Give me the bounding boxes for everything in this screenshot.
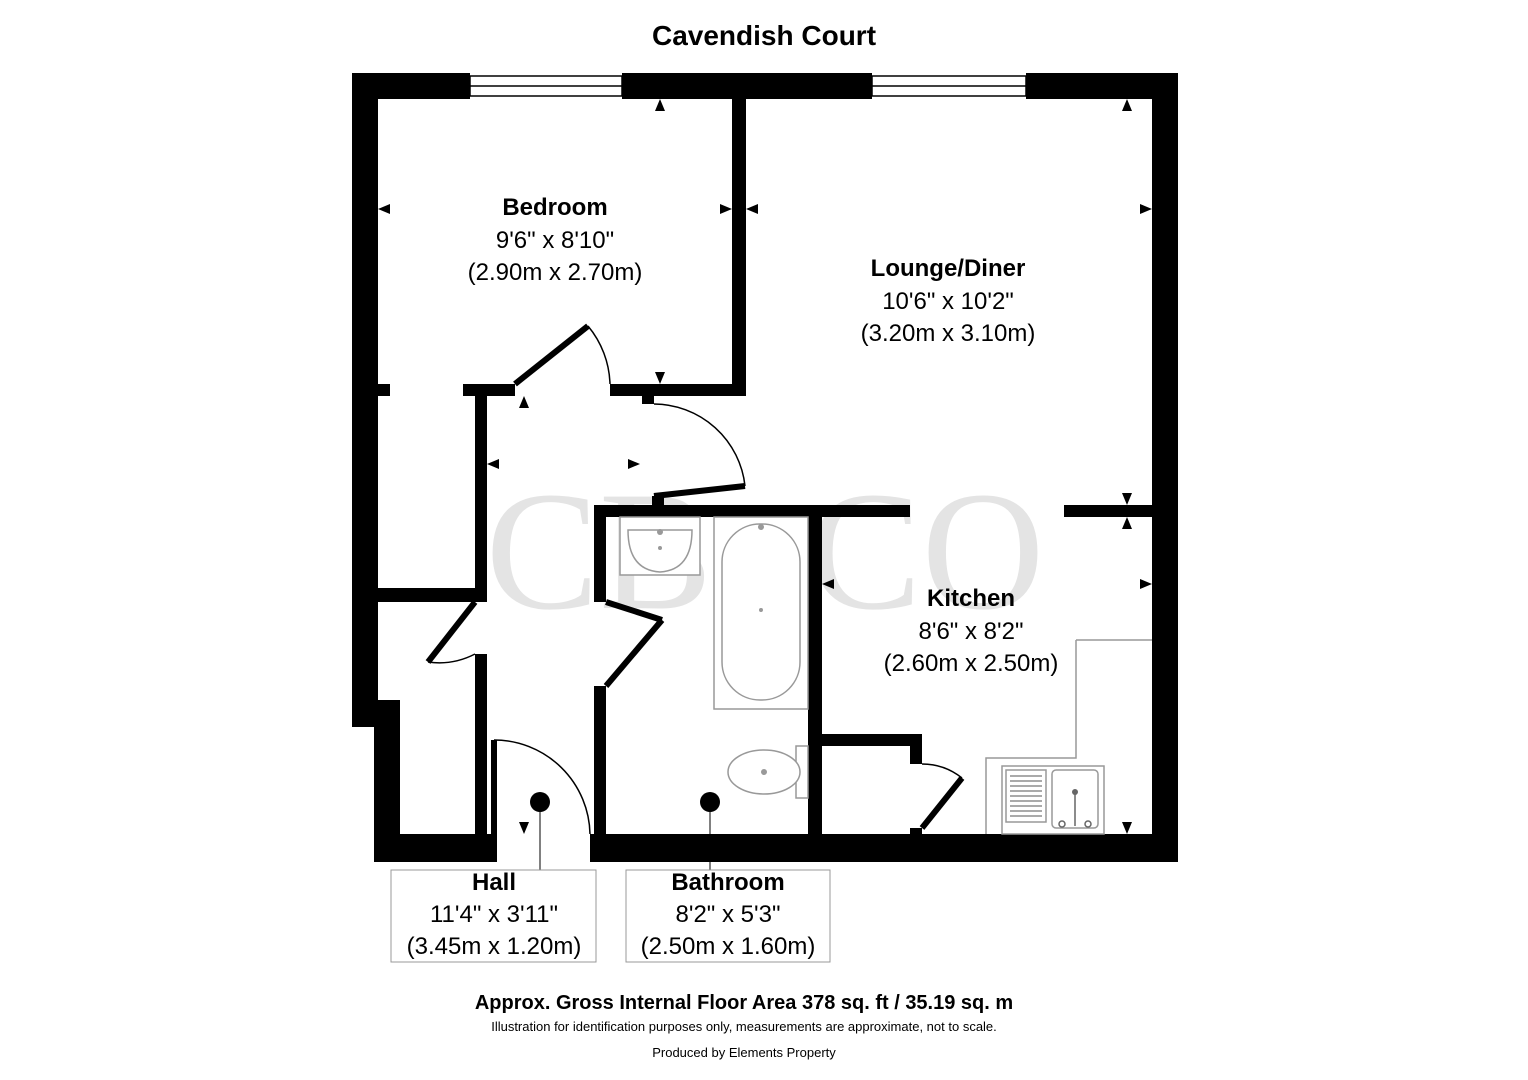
wall-hall-left-upper: [475, 384, 487, 602]
wall-bottom-right: [590, 834, 1178, 862]
dimension-arrows: [378, 99, 1152, 834]
door-front-arc: [493, 739, 591, 835]
wall-bedroom-bottom-right: [610, 384, 746, 396]
bathroom-name: Bathroom: [671, 869, 784, 896]
callouts: [390, 792, 831, 963]
door-bathroom-leaf-b: [603, 618, 665, 688]
doors: [425, 323, 965, 862]
kitchen-fixtures: [985, 639, 1152, 835]
wall-bedroom-bottom-left: [463, 384, 515, 396]
wall-right: [1152, 73, 1178, 862]
wall-cupboard-kitchen-top: [822, 734, 922, 746]
wall-lounge-kitchen-right: [1064, 505, 1152, 517]
room-labels: Bedroom 9'6" x 8'10" (2.90m x 2.70m) Lou…: [407, 194, 1059, 960]
wall-bathroom-left-lower: [594, 686, 606, 836]
bedroom-metric: (2.90m x 2.70m): [468, 259, 643, 286]
kitchen-imperial: 8'6" x 8'2": [919, 618, 1024, 645]
door-bathroom-leaf-a: [605, 599, 663, 623]
disclaimer: Illustration for identification purposes…: [491, 1019, 997, 1034]
door-bedroom-arc: [587, 325, 611, 385]
walls: [352, 73, 1178, 862]
property-title: Cavendish Court: [652, 20, 876, 51]
lounge-name: Lounge/Diner: [871, 255, 1026, 282]
door-bedroom-leaf: [513, 323, 590, 387]
bathroom-fixtures: [619, 516, 809, 799]
hall-name: Hall: [472, 869, 516, 896]
wall-left-upper: [352, 73, 378, 727]
kitchen-name: Kitchen: [927, 585, 1015, 612]
hall-metric: (3.45m x 1.20m): [407, 933, 582, 960]
wall-bathroom-left-upper: [594, 505, 606, 602]
wall-bottom-left: [374, 834, 494, 862]
wall-cupboard-kitchen-stub: [910, 828, 922, 836]
door-kitchen-cupboard-leaf: [919, 776, 965, 830]
bathroom-label-box: [625, 869, 831, 963]
wall-lounge-door-jamb: [652, 496, 664, 505]
wall-bathroom-right: [808, 505, 822, 836]
wall-cupboard-top: [378, 588, 475, 602]
lounge-metric: (3.20m x 3.10m): [861, 320, 1036, 347]
wall-bedroom-lounge: [732, 99, 746, 396]
credit: Produced by Elements Property: [652, 1045, 836, 1060]
door-lounge-leaf: [653, 483, 746, 499]
wall-cupboard-kitchen-side: [910, 734, 922, 764]
wall-bedroom-jamb: [642, 396, 654, 404]
windows: [469, 75, 1027, 97]
door-lounge-arc: [653, 403, 746, 487]
wall-top-middle: [622, 73, 872, 99]
hall-label-box: [390, 869, 597, 963]
bathroom-metric: (2.50m x 1.60m): [641, 933, 816, 960]
bathroom-imperial: 8'2" x 5'3": [676, 901, 781, 928]
wall-bedroom-stub-left: [378, 384, 390, 396]
hall-imperial: 11'4" x 3'11": [430, 901, 558, 928]
basin-icon: [627, 529, 693, 573]
footer: Approx. Gross Internal Floor Area 378 sq…: [475, 992, 1013, 1060]
bedroom-imperial: 9'6" x 8'10": [496, 227, 614, 254]
worktop-outline: [985, 640, 1077, 834]
lounge-imperial: 10'6" x 10'2": [882, 288, 1014, 315]
bedroom-name: Bedroom: [502, 194, 607, 221]
door-cupboard-leaf: [425, 600, 478, 664]
kitchen-metric: (2.60m x 2.50m): [884, 650, 1059, 677]
wall-bathroom-top: [594, 505, 910, 517]
floor-area: Approx. Gross Internal Floor Area 378 sq…: [475, 992, 1013, 1014]
drainer-grooves: [1010, 775, 1042, 817]
wall-hall-left-lower: [475, 654, 487, 834]
